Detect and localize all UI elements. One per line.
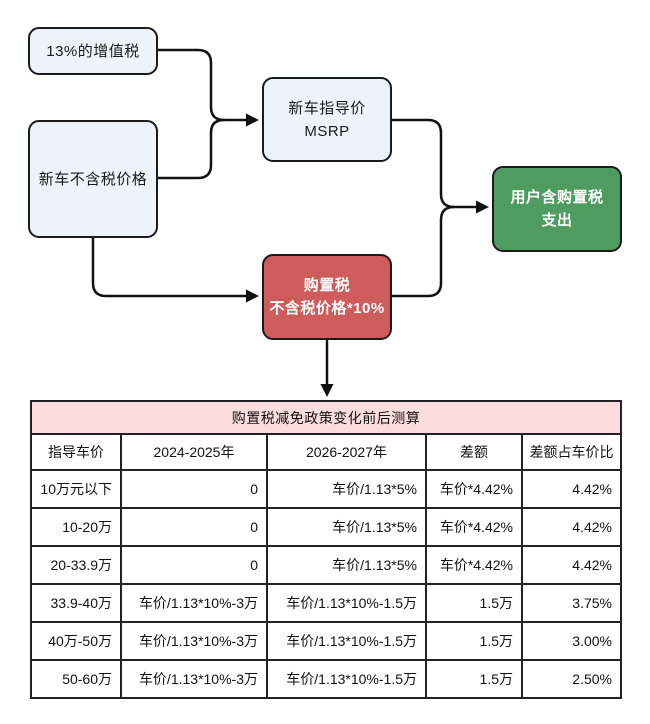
header-difference: 差额 [425, 433, 523, 471]
table-title-row: 购置税减免政策变化前后测算 [30, 400, 622, 435]
cell-diff-ratio: 4.42% [521, 545, 622, 585]
cell-2026-2027: 车价/1.13*10%-1.5万 [266, 659, 427, 699]
table-row: 10万元以下 0 车价/1.13*5% 车价*4.42% 4.42% [30, 469, 622, 509]
arrow-pretax-to-msrp [156, 118, 226, 180]
cell-price-range: 10-20万 [30, 507, 122, 547]
cell-2026-2027: 车价/1.13*5% [266, 469, 427, 509]
tax-policy-table: 购置税减免政策变化前后测算 指导车价 2024-2025年 2026-2027年… [30, 400, 622, 699]
table-row: 33.9-40万 车价/1.13*10%-3万 车价/1.13*10%-1.5万… [30, 583, 622, 623]
arrowhead-tax [246, 289, 259, 303]
header-diff-ratio: 差额占车价比 [521, 433, 622, 471]
arrow-msrp-to-user [390, 118, 478, 209]
table-row: 10-20万 0 车价/1.13*5% 车价*4.42% 4.42% [30, 507, 622, 547]
node-user-cost-line2: 支出 [541, 212, 573, 229]
cell-difference: 1.5万 [425, 659, 523, 699]
cell-2024-2025: 0 [120, 469, 268, 509]
cell-diff-ratio: 4.42% [521, 469, 622, 509]
cell-2024-2025: 车价/1.13*10%-3万 [120, 621, 268, 661]
node-msrp: 新车指导价 MSRP [262, 77, 392, 162]
cell-price-range: 10万元以下 [30, 469, 122, 509]
cell-difference: 1.5万 [425, 621, 523, 661]
cell-difference: 1.5万 [425, 583, 523, 623]
cell-2026-2027: 车价/1.13*5% [266, 545, 427, 585]
table-title: 购置税减免政策变化前后测算 [30, 400, 622, 435]
cell-price-range: 20-33.9万 [30, 545, 122, 585]
node-purchase-tax-line1: 购置税 [303, 277, 351, 294]
arrowhead-table [320, 384, 334, 397]
node-vat: 13%的增值税 [28, 27, 158, 75]
node-purchase-tax: 购置税 不含税价格*10% [262, 254, 392, 340]
header-2024-2025: 2024-2025年 [120, 433, 268, 471]
cell-diff-ratio: 3.00% [521, 621, 622, 661]
cell-2024-2025: 车价/1.13*10%-3万 [120, 659, 268, 699]
cell-price-range: 40万-50万 [30, 621, 122, 661]
cell-price-range: 50-60万 [30, 659, 122, 699]
node-user-cost: 用户含购置税 支出 [492, 166, 622, 252]
cell-diff-ratio: 3.75% [521, 583, 622, 623]
arrowhead-msrp [246, 113, 259, 127]
cell-price-range: 33.9-40万 [30, 583, 122, 623]
node-msrp-line2: MSRP [304, 122, 350, 140]
arrow-vat-to-msrp [156, 48, 248, 122]
cell-diff-ratio: 2.50% [521, 659, 622, 699]
table-header-row: 指导车价 2024-2025年 2026-2027年 差额 差额占车价比 [30, 433, 622, 471]
node-pretax-price: 新车不含税价格 [28, 120, 158, 238]
arrow-tax-to-user [390, 205, 456, 298]
cell-2024-2025: 0 [120, 507, 268, 547]
cell-difference: 车价*4.42% [425, 545, 523, 585]
node-user-cost-line1: 用户含购置税 [510, 189, 604, 206]
node-msrp-line1: 新车指导价 [288, 99, 366, 117]
table-row: 20-33.9万 0 车价/1.13*5% 车价*4.42% 4.42% [30, 545, 622, 585]
cell-diff-ratio: 4.42% [521, 507, 622, 547]
cell-2026-2027: 车价/1.13*5% [266, 507, 427, 547]
node-vat-label: 13%的增值税 [46, 42, 140, 60]
cell-2024-2025: 0 [120, 545, 268, 585]
arrow-pretax-to-tax [91, 236, 248, 298]
cell-difference: 车价*4.42% [425, 507, 523, 547]
cell-2026-2027: 车价/1.13*10%-1.5万 [266, 621, 427, 661]
cell-2024-2025: 车价/1.13*10%-3万 [120, 583, 268, 623]
header-2026-2027: 2026-2027年 [266, 433, 427, 471]
table-row: 40万-50万 车价/1.13*10%-3万 车价/1.13*10%-1.5万 … [30, 621, 622, 661]
arrowhead-user [476, 200, 489, 214]
node-purchase-tax-line2: 不含税价格*10% [269, 300, 385, 317]
table-row: 50-60万 车价/1.13*10%-3万 车价/1.13*10%-1.5万 1… [30, 659, 622, 699]
node-pretax-price-label: 新车不含税价格 [38, 170, 148, 188]
cell-difference: 车价*4.42% [425, 469, 523, 509]
cell-2026-2027: 车价/1.13*10%-1.5万 [266, 583, 427, 623]
header-price-range: 指导车价 [30, 433, 122, 471]
